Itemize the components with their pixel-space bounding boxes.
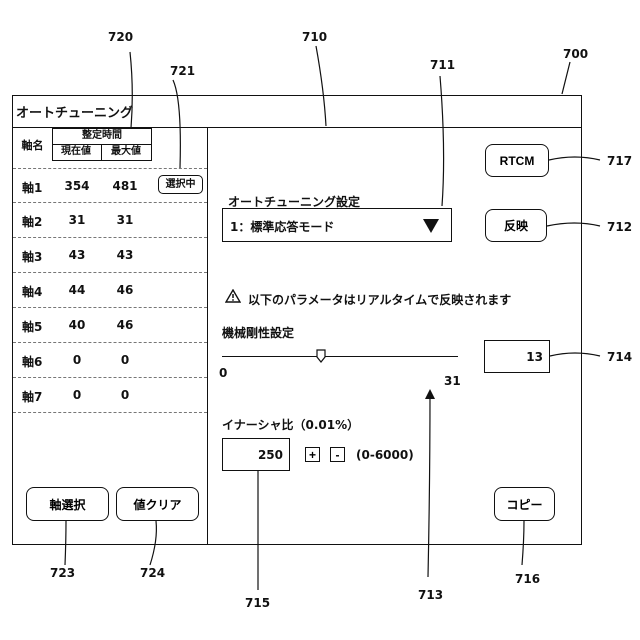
axis-name: 軸5: [22, 318, 42, 335]
inertia-ratio-label: イナーシャ比（0.01%）: [222, 416, 359, 433]
realtime-notice: 以下のパラメータはリアルタイムで反映されます: [248, 291, 511, 308]
axis-row-7[interactable]: 軸7 0 0: [13, 378, 207, 413]
copy-button[interactable]: コピー: [494, 487, 555, 521]
axis-current-value: 0: [57, 353, 97, 367]
ref-720: 720: [108, 30, 133, 44]
ref-711: 711: [430, 58, 455, 72]
ref-724: 724: [140, 566, 165, 580]
inertia-increment-button[interactable]: +: [305, 447, 320, 462]
ref-721: 721: [170, 64, 195, 78]
inertia-value-field[interactable]: 250: [222, 438, 290, 471]
ref-716: 716: [515, 572, 540, 586]
axis-current-value: 40: [57, 318, 97, 332]
inertia-range-label: (0-6000): [356, 448, 414, 462]
ref-700: 700: [563, 47, 588, 61]
ref-713: 713: [418, 588, 443, 602]
axis-name: 軸4: [22, 283, 42, 300]
axis-name: 軸2: [22, 213, 42, 230]
selected-badge: 選択中: [158, 175, 203, 194]
axis-row-5[interactable]: 軸5 40 46: [13, 308, 207, 343]
axis-max-value: 0: [105, 388, 145, 402]
value-clear-button[interactable]: 値クリア: [116, 487, 199, 521]
inertia-decrement-button[interactable]: -: [330, 447, 345, 462]
rigidity-max-label: 31: [444, 374, 461, 388]
axis-row-3[interactable]: 軸3 43 43: [13, 238, 207, 273]
axis-current-value: 31: [57, 213, 97, 227]
window-title: オートチューニング: [16, 102, 133, 121]
axis-max-value: 46: [105, 318, 145, 332]
ref-710: 710: [302, 30, 327, 44]
axis-max-value: 0: [105, 353, 145, 367]
ref-714: 714: [607, 350, 632, 364]
axis-current-value: 0: [57, 388, 97, 402]
ref-715: 715: [245, 596, 270, 610]
header-setting-time: 整定時間: [52, 128, 152, 143]
dropdown-arrow-icon: [423, 219, 439, 233]
axis-row-2[interactable]: 軸2 31 31: [13, 203, 207, 238]
rigidity-slider-thumb[interactable]: [316, 349, 326, 363]
axis-current-value: 354: [57, 179, 97, 193]
header-current-value: 現在値: [52, 144, 100, 160]
tuning-mode-value: 1：標準応答モード: [230, 218, 334, 235]
axis-row-1[interactable]: 軸1 354 481 選択中: [13, 168, 207, 203]
ref-723: 723: [50, 566, 75, 580]
axis-name: 軸7: [22, 388, 42, 405]
axis-max-value: 481: [105, 179, 145, 193]
tuning-mode-dropdown[interactable]: 1：標準応答モード: [222, 208, 452, 242]
rtcm-button[interactable]: RTCM: [485, 144, 549, 177]
axis-current-value: 44: [57, 283, 97, 297]
rigidity-label: 機械剛性設定: [222, 324, 294, 341]
header-max-value: 最大値: [100, 144, 152, 160]
axis-max-value: 46: [105, 283, 145, 297]
apply-button[interactable]: 反映: [485, 209, 547, 242]
axis-max-value: 31: [105, 213, 145, 227]
warning-icon: [225, 289, 241, 303]
ref-712: 712: [607, 220, 632, 234]
axis-max-value: 43: [105, 248, 145, 262]
rigidity-value-field[interactable]: 13: [484, 340, 550, 373]
axis-name: 軸1: [22, 179, 42, 196]
axis-select-button[interactable]: 軸選択: [26, 487, 109, 521]
leader-700: [562, 62, 570, 94]
axis-name: 軸3: [22, 248, 42, 265]
axis-current-value: 43: [57, 248, 97, 262]
rigidity-slider-track[interactable]: [222, 356, 458, 357]
rigidity-min-label: 0: [219, 366, 227, 380]
axis-row-6[interactable]: 軸6 0 0: [13, 343, 207, 378]
ref-717: 717: [607, 154, 632, 168]
axis-row-4[interactable]: 軸4 44 46: [13, 273, 207, 308]
header-axis-name: 軸名: [13, 128, 52, 161]
axis-name: 軸6: [22, 353, 42, 370]
